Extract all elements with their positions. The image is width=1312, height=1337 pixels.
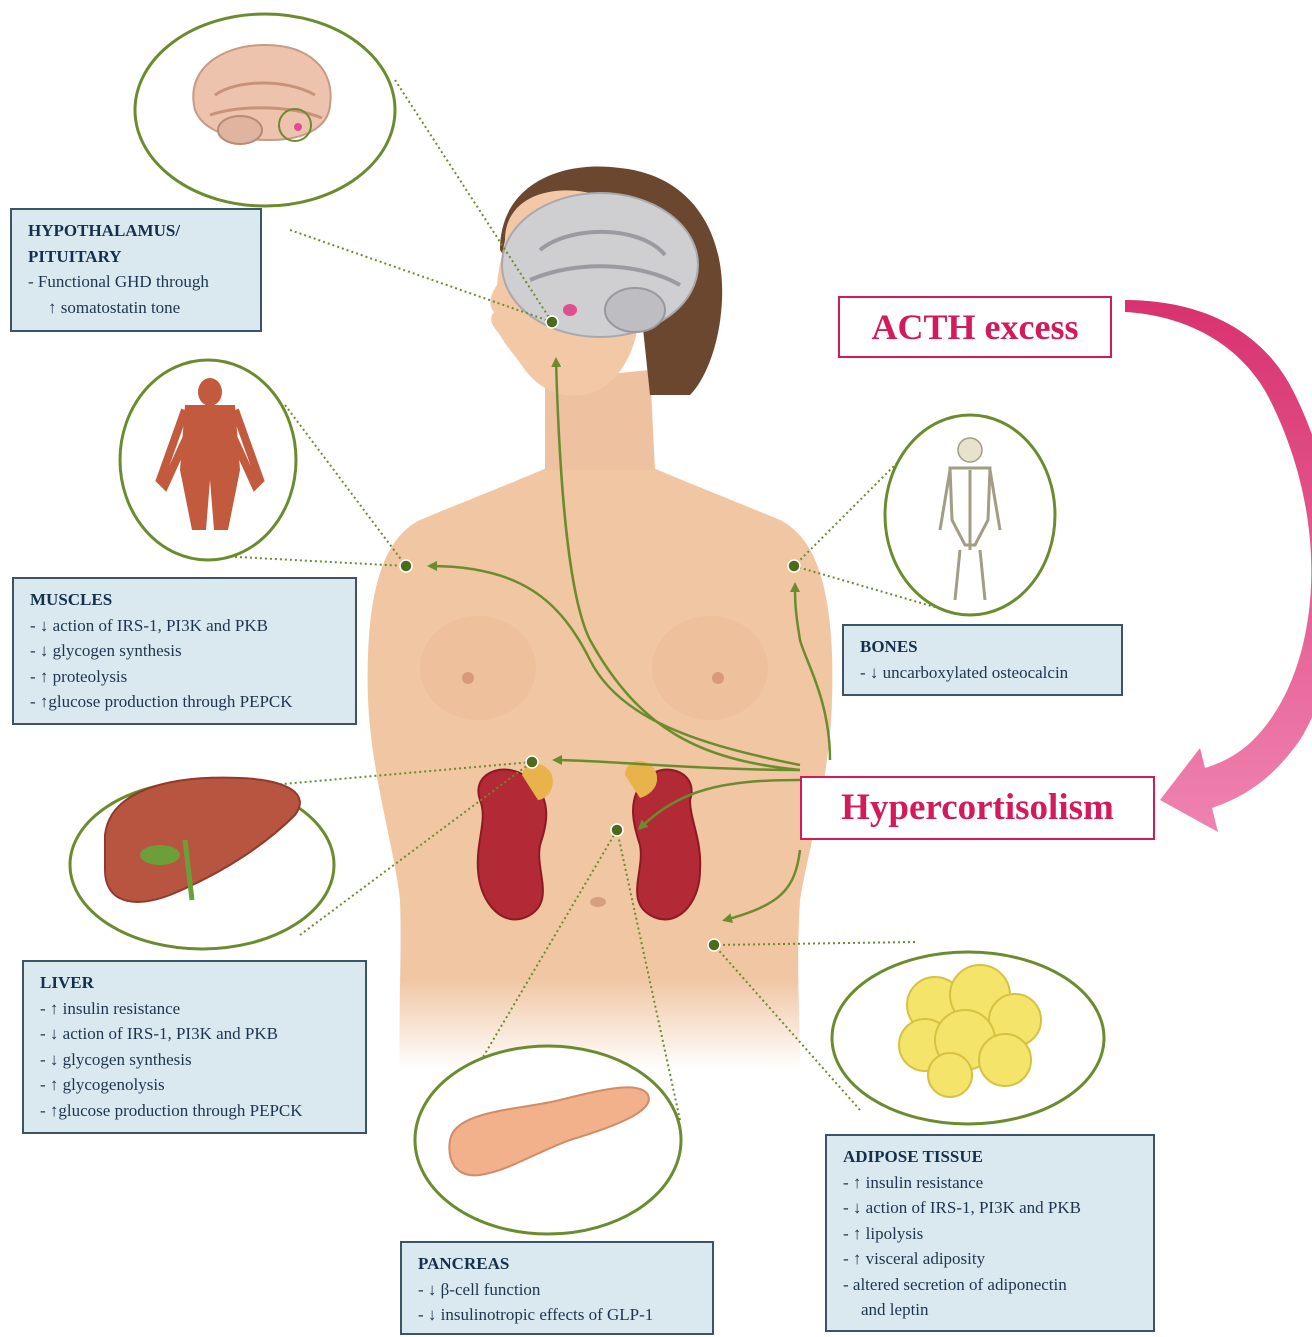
adipose-info-box: ADIPOSE TISSUE - ↑ insulin resistance - … (825, 1134, 1155, 1332)
hypothalamus-title-line1: HYPOTHALAMUS/ (28, 218, 246, 244)
pancreas-item: - ↓ β-cell function (418, 1277, 698, 1303)
muscles-title: MUSCLES (30, 587, 341, 613)
dot-muscle (400, 560, 412, 572)
adipose-item: - ↑ lipolysis (843, 1221, 1139, 1247)
hypothalamus-title-line2: PITUITARY (28, 244, 246, 270)
adipose-item: and leptin (843, 1297, 1139, 1323)
acth-to-hypercortisolism-arrow (1125, 300, 1312, 832)
acth-excess-label: ACTH excess (838, 296, 1112, 358)
hypothalamus-item: - Functional GHD through (28, 269, 246, 295)
dot-pituitary (546, 316, 558, 328)
bones-item: - ↓ uncarboxylated osteocalcin (860, 660, 1107, 686)
liver-item: - ↑ insulin resistance (40, 996, 351, 1022)
hypercortisolism-label: Hypercortisolism (800, 776, 1155, 840)
liver-item: - ↓ action of IRS-1, PI3K and PKB (40, 1021, 351, 1047)
callout-brain (135, 14, 395, 206)
callout-skeleton (885, 415, 1055, 615)
liver-item: - ↑glucose production through PEPCK (40, 1098, 351, 1124)
human-body-illustration (368, 167, 833, 1070)
hypothalamus-info-box: HYPOTHALAMUS/ PITUITARY - Functional GHD… (10, 208, 262, 332)
liver-title: LIVER (40, 970, 351, 996)
liver-item: - ↓ glycogen synthesis (40, 1047, 351, 1073)
muscles-item: - ↑ proteolysis (30, 664, 341, 690)
callout-pancreas (415, 1046, 681, 1234)
adipose-title: ADIPOSE TISSUE (843, 1144, 1139, 1170)
pancreas-item: - ↓ insulinotropic effects of GLP-1 (418, 1302, 698, 1328)
callout-liver (70, 778, 334, 949)
liver-info-box: LIVER - ↑ insulin resistance - ↓ action … (22, 960, 367, 1134)
adipose-item: - altered secretion of adiponectin (843, 1272, 1139, 1298)
callout-fat (832, 952, 1104, 1124)
bones-info-box: BONES - ↓ uncarboxylated osteocalcin (842, 624, 1123, 696)
adipose-item: - ↓ action of IRS-1, PI3K and PKB (843, 1195, 1139, 1221)
muscles-item: - ↓ action of IRS-1, PI3K and PKB (30, 613, 341, 639)
muscles-item: - ↑glucose production through PEPCK (30, 689, 341, 715)
adipose-item: - ↑ insulin resistance (843, 1170, 1139, 1196)
hypothalamus-item: ↑ somatostatin tone (28, 295, 246, 321)
pituitary-spot (563, 304, 577, 316)
callout-muscles (120, 360, 296, 560)
dot-pancreas (611, 824, 623, 836)
pancreas-info-box: PANCREAS - ↓ β-cell function - ↓ insulin… (400, 1241, 714, 1335)
pancreas-title: PANCREAS (418, 1251, 698, 1277)
bones-title: BONES (860, 634, 1107, 660)
muscles-info-box: MUSCLES - ↓ action of IRS-1, PI3K and PK… (12, 577, 357, 725)
liver-item: - ↑ glycogenolysis (40, 1072, 351, 1098)
adipose-item: - ↑ visceral adiposity (843, 1246, 1139, 1272)
dot-adipose (708, 939, 720, 951)
dot-liver (526, 756, 538, 768)
muscles-item: - ↓ glycogen synthesis (30, 638, 341, 664)
dot-bone (788, 560, 800, 572)
